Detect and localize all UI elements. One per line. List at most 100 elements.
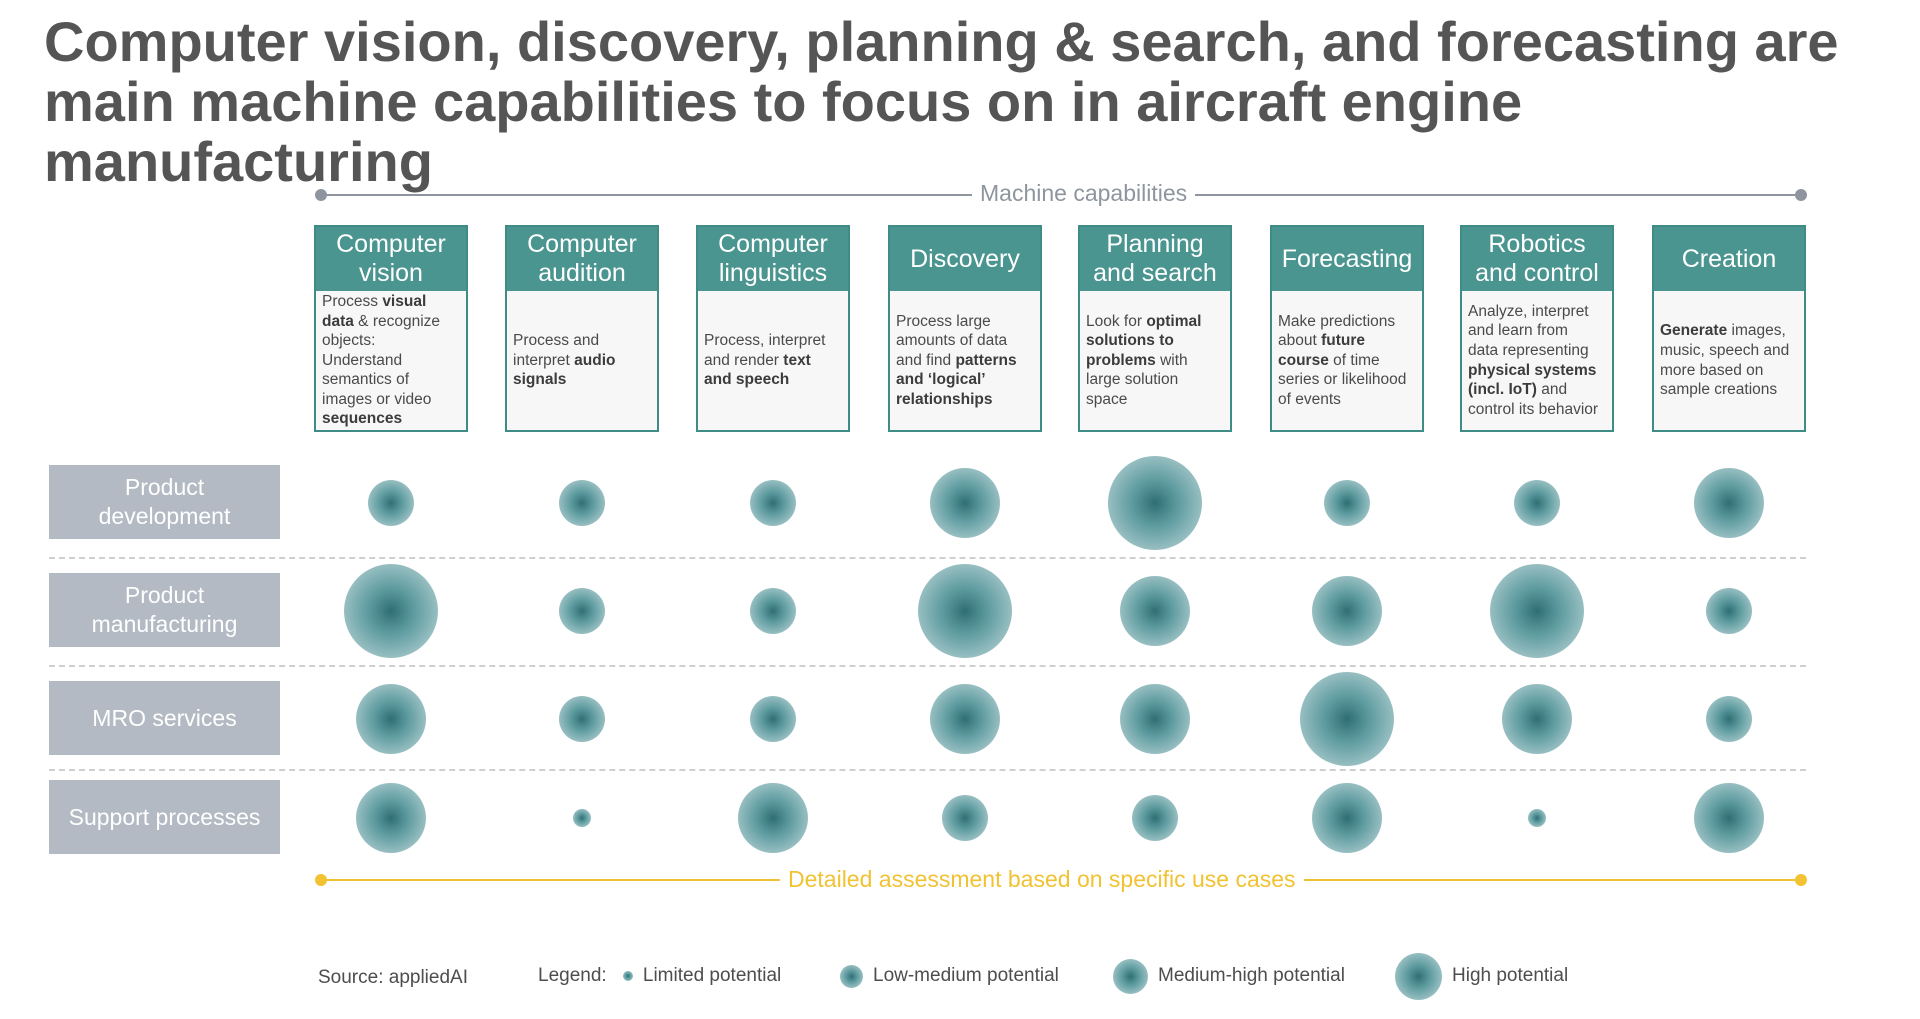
description-text: Process [322,292,383,310]
description-bold-text: data [322,312,354,330]
description-bold-text: optimal [1146,312,1202,330]
legend-text: Low-medium potential [873,965,1059,986]
description-line: physical systems [1468,361,1598,381]
row-label-text: Product development [98,474,231,529]
assessment-axis-start-dot [315,874,327,886]
description-text: of time [1328,351,1380,369]
legend-text: High potential [1452,965,1569,986]
legend-label: Legend: [538,964,607,988]
description-line: (incl. IoT) and [1468,380,1598,400]
description-line: control its behavior [1468,400,1598,420]
row-label-support-processes: Support processes [49,780,280,854]
potential-bubble-product-development-robotics-and-control [1514,480,1560,526]
row-label-mro-services: MRO services [49,681,280,755]
description-text: amounts of data [896,332,1008,350]
description-text: space [1086,390,1128,408]
description-line: and render text [704,351,825,371]
legend-bubble [1113,958,1148,994]
description-line: and learn from [1468,321,1598,341]
potential-bubble-mro-services-computer-vision [356,684,426,754]
potential-bubble-support-processes-computer-vision [356,783,426,853]
potential-bubble-product-development-forecasting [1324,480,1370,526]
description-line: data & recognize [322,312,440,332]
description-line: sequences [322,409,440,429]
description-text: and find [896,351,956,369]
potential-bubble-product-development-discovery [930,468,1000,538]
row-label-text: Support processes [68,803,261,830]
legend-item-medium-high-potential: Medium-high potential [1113,958,1345,994]
potential-bubble-product-manufacturing-robotics-and-control [1490,564,1584,658]
potential-bubble-support-processes-computer-linguistics [738,783,808,853]
potential-bubble-mro-services-robotics-and-control [1502,684,1572,754]
description-bold-text: problems [1086,351,1156,369]
description-line: Process, interpret [704,331,825,351]
legend-bubble [1395,952,1442,1000]
description-line: Generate images, [1660,321,1789,341]
legend-item-high-potential: High potential [1395,952,1569,1000]
potential-bubble-product-development-computer-linguistics [750,480,796,526]
description-bold-text: and ‘logical’ [896,371,986,389]
description-bold-text: text [783,351,811,369]
description-text: Understand [322,351,403,369]
capability-title: Planning and search [1080,227,1230,291]
description-bold-text: visual [382,292,427,310]
description-bold-text: patterns [955,351,1017,369]
potential-bubble-product-development-computer-audition [559,480,605,526]
legend-label-text: Legend: [538,965,607,986]
description-text: and render [704,351,784,369]
description-line: space [1086,390,1201,410]
potential-bubble-mro-services-computer-linguistics [750,696,796,742]
description-line: Process visual [322,292,440,312]
description-bold-text: relationships [896,390,993,408]
legend-bubble [840,964,863,988]
row-label-product-manufacturing: Product manufacturing [49,573,280,647]
description-line: interpret audio [513,351,616,371]
row-label-text: Product manufacturing [91,582,238,637]
potential-bubble-product-manufacturing-planning-and-search [1120,576,1190,646]
description-line: about future [1278,331,1406,351]
potential-bubble-support-processes-creation [1694,783,1764,853]
capability-title: Forecasting [1272,227,1422,291]
description-text: Process large [896,312,991,330]
description-bold-text: audio [574,351,616,369]
description-text: objects: [322,332,376,350]
description-text: and [1536,381,1568,399]
potential-bubble-mro-services-planning-and-search [1120,684,1190,754]
description-line: Process and [513,331,616,351]
description-bold-text: solutions to [1086,332,1174,350]
description-text: music, speech and [1660,341,1790,359]
description-line: signals [513,370,616,390]
description-text: images or video [322,390,432,408]
capabilities-axis-start-dot [315,189,327,201]
description-line: Analyze, interpret [1468,302,1598,322]
row-separator [49,557,1806,559]
description-line: large solution [1086,370,1201,390]
potential-bubble-product-manufacturing-computer-vision [344,564,438,658]
row-separator [49,769,1806,771]
description-text: images, [1727,322,1786,340]
legend-item-low-medium-potential: Low-medium potential [840,964,1059,988]
potential-bubble-product-development-computer-vision [368,480,414,526]
description-line: Look for optimal [1086,312,1201,332]
potential-bubble-product-manufacturing-computer-audition [559,588,605,634]
description-text: large solution [1086,371,1179,389]
description-line: semantics of [322,370,440,390]
legend-text: Medium-high potential [1158,965,1345,986]
description-line: and speech [704,370,825,390]
potential-bubble-support-processes-forecasting [1312,783,1382,853]
description-text: Make predictions [1278,312,1396,330]
potential-bubble-product-manufacturing-computer-linguistics [750,588,796,634]
description-line: series or likelihood [1278,370,1406,390]
